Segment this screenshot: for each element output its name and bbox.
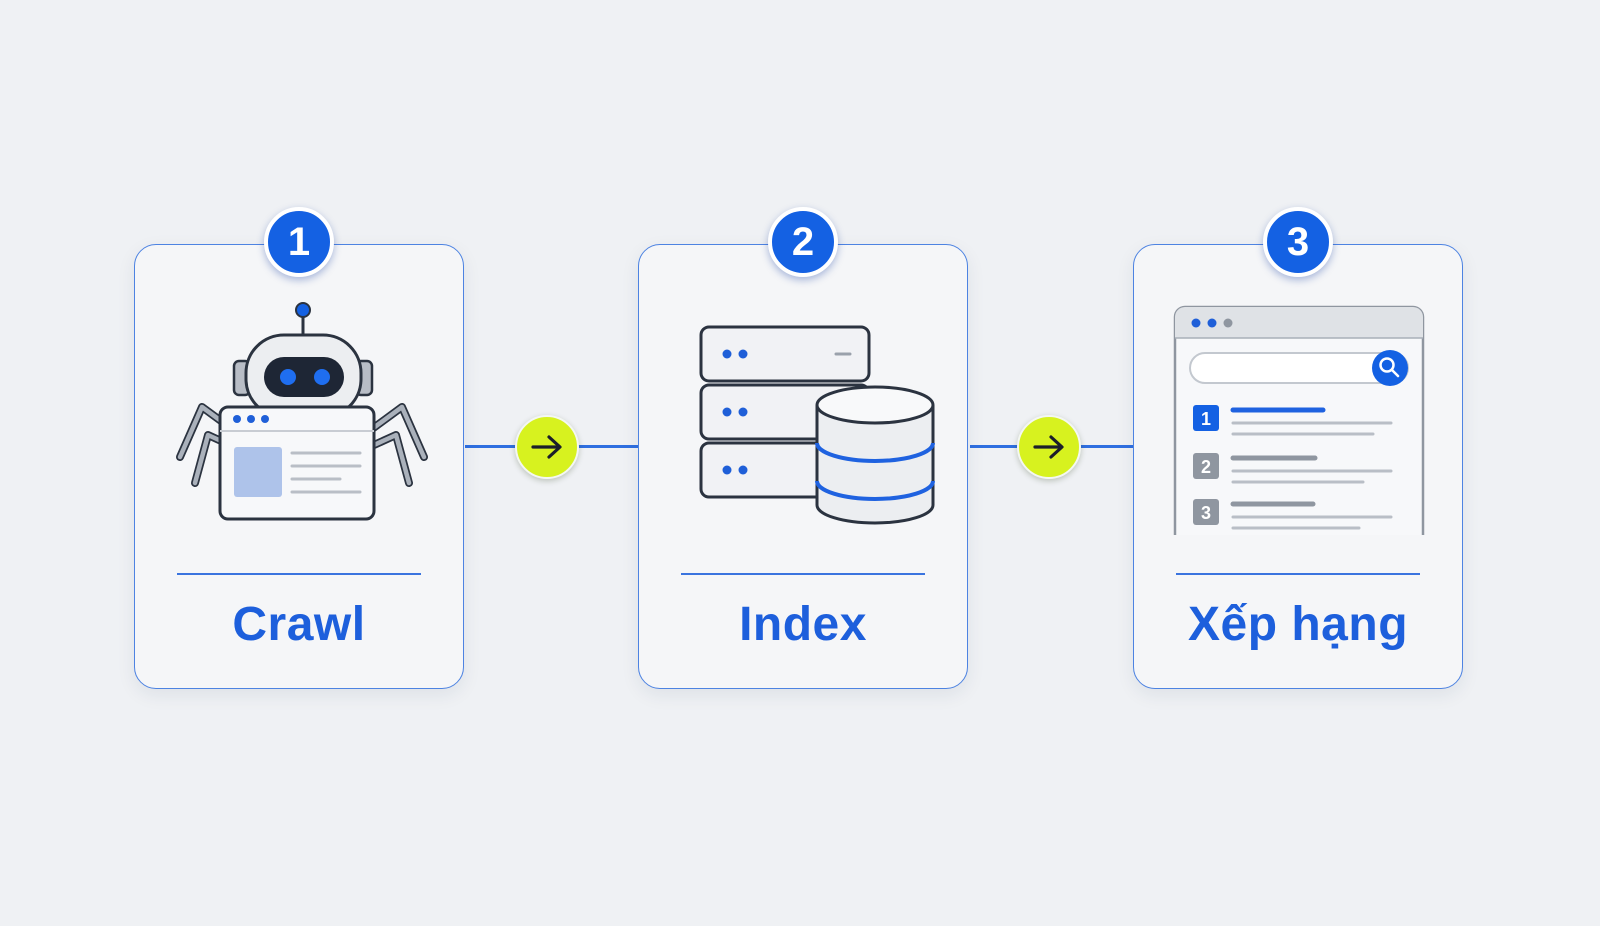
crawler-robot-icon — [176, 302, 428, 521]
arrow-right-icon — [1033, 435, 1064, 459]
search-results-browser-icon: 1 2 3 — [1173, 305, 1425, 535]
step-label: Crawl — [232, 598, 366, 651]
step-label: Index — [739, 598, 867, 651]
rank-number: 1 — [1201, 409, 1211, 429]
connector-line-2b — [1080, 445, 1135, 448]
step-number-badge: 2 — [768, 207, 838, 277]
step-label: Xếp hạng — [1187, 598, 1409, 651]
rank-number: 2 — [1201, 457, 1211, 477]
step-card-crawl: 1 — [134, 207, 464, 689]
arrow-step-1-to-2 — [515, 415, 579, 479]
connector-line-2a — [970, 445, 1020, 448]
card-divider — [177, 573, 421, 575]
database-server-icon — [699, 325, 935, 525]
connector-line-1b — [578, 445, 638, 448]
step-number-badge: 3 — [1263, 207, 1333, 277]
step-number-badge: 1 — [264, 207, 334, 277]
step-card-ranking: 3 1 2 3 — [1133, 207, 1463, 689]
step-card-index: 2 Index — [638, 207, 968, 689]
connector-line-1a — [465, 445, 517, 448]
card-divider — [1176, 573, 1420, 575]
arrow-right-icon — [531, 435, 562, 459]
card-divider — [681, 573, 925, 575]
arrow-step-2-to-3 — [1017, 415, 1081, 479]
rank-number: 3 — [1201, 503, 1211, 523]
